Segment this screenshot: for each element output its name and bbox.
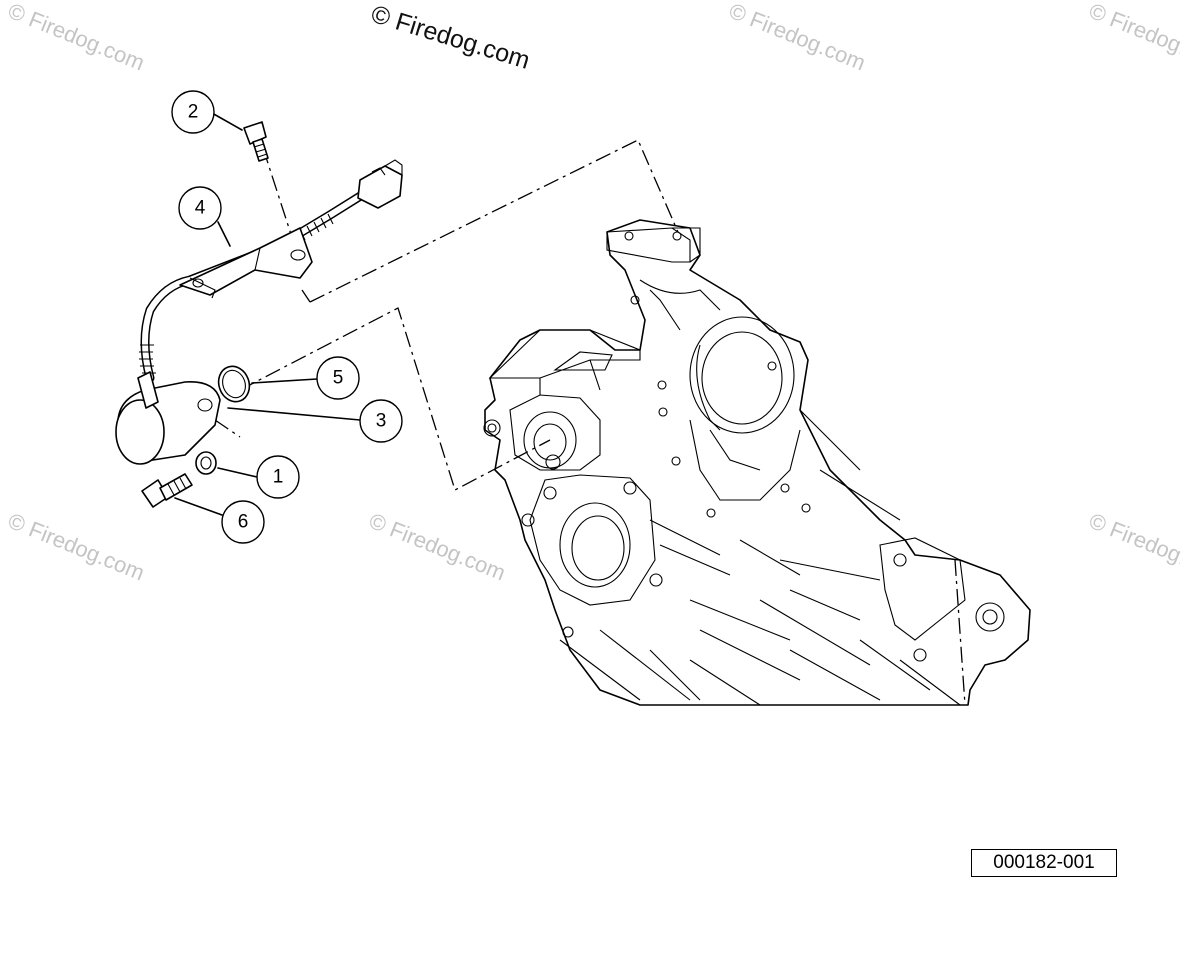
callout-1-label: 1 <box>273 467 284 488</box>
callout-1: 1 <box>256 455 300 499</box>
leader-lines <box>174 112 361 516</box>
callout-5-label: 5 <box>333 368 344 389</box>
callout-6: 6 <box>221 500 265 544</box>
figure-id-box: 000182-001 <box>971 849 1117 877</box>
callout-5: 5 <box>316 356 360 400</box>
callout-4-label: 4 <box>195 198 206 219</box>
callout-4: 4 <box>178 186 222 230</box>
callout-3: 3 <box>359 399 403 443</box>
sensor-assembly <box>115 121 403 508</box>
callout-2: 2 <box>171 90 215 134</box>
callout-3-label: 3 <box>376 411 387 432</box>
engine-housing <box>483 219 1031 706</box>
callout-2-label: 2 <box>188 102 199 123</box>
callout-6-label: 6 <box>238 512 249 533</box>
